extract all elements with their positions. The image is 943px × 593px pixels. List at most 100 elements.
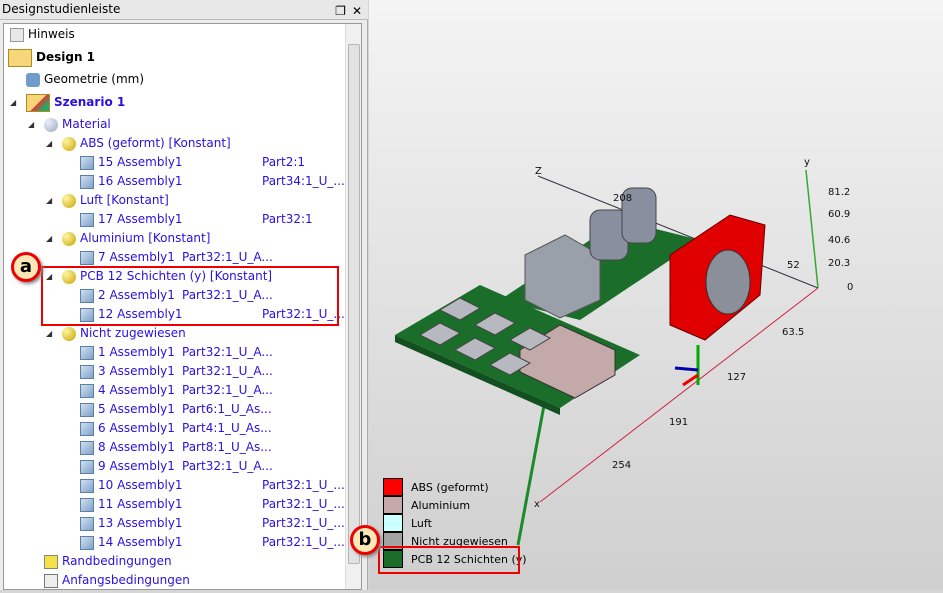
part-ref: Part32:1 [262, 212, 313, 226]
tree-item-material-group[interactable]: ◢PCB 12 Schichten (y) [Konstant] [46, 267, 272, 286]
part-name: 4 Assembly1 [98, 383, 175, 397]
part-icon [80, 440, 94, 455]
design-study-panel: Designstudienleiste ❐✕ Hinweis Design 1 … [0, 0, 368, 590]
z2-tick: 52 [787, 260, 800, 271]
tree-item-part[interactable]: 16 Assembly1 Part34:1_U_... [80, 172, 350, 191]
z-axis-line [537, 175, 819, 289]
expand-icon[interactable]: ◢ [28, 120, 35, 129]
fan-opening [705, 249, 751, 315]
pcb-leader-line [516, 399, 547, 546]
highlight-box-a [41, 266, 339, 326]
label: Luft [Konstant] [80, 193, 169, 207]
part-icon [80, 155, 94, 170]
label: Material [62, 117, 111, 131]
part-name: 12 Assembly1 [98, 307, 183, 321]
part-icon [80, 250, 94, 265]
callout-a: a [11, 252, 41, 282]
panel-title: Designstudienleiste [2, 2, 121, 16]
part-icon [80, 307, 94, 322]
model-render [395, 169, 819, 546]
part-icon [80, 345, 94, 360]
part-icon [80, 383, 94, 398]
tree-item-material-group[interactable]: ◢ Luft [Konstant] [46, 191, 169, 210]
legend-swatch [383, 550, 403, 568]
tree-item-material-group[interactable]: ◢ABS (geformt) [Konstant] [46, 134, 231, 153]
label: Randbedingungen [62, 554, 172, 568]
geometry-icon [26, 72, 40, 87]
legend-entry: ABS (geformt) [383, 478, 527, 496]
part-ref: Part32:1_U_... [262, 478, 345, 492]
material-icon [62, 269, 76, 284]
part-ref: Part34:1_U_... [262, 174, 345, 188]
legend-label: Luft [411, 516, 432, 530]
part-ref: Part32:1_U_A... [182, 345, 273, 359]
tree-item-part[interactable]: 17 Assembly1 Part32:1 [80, 210, 350, 229]
scrollbar-thumb[interactable] [348, 44, 360, 564]
material-icon [62, 326, 76, 341]
material-icon [62, 136, 76, 151]
tree-item-scenario[interactable]: ◢Szenario 1 [10, 93, 125, 112]
part-icon [80, 459, 94, 474]
z-axis-label: Z [535, 166, 542, 177]
part-name: 16 Assembly1 [98, 174, 183, 188]
part-ref: Part32:1_U_A... [182, 288, 273, 302]
restore-icon[interactable]: ❐ [335, 4, 346, 18]
part-name: 17 Assembly1 [98, 212, 183, 226]
component-block [524, 234, 601, 319]
part-name: 1 Assembly1 [98, 345, 175, 359]
tree-item-part[interactable]: 14 Assembly1 Part32:1_U_... [80, 533, 350, 552]
x-tick: 127 [727, 372, 747, 383]
part-name: 14 Assembly1 [98, 535, 183, 549]
tree-item-part[interactable]: 3 Assembly1 Part32:1_U_A... [80, 362, 350, 381]
expand-icon[interactable]: ◢ [10, 98, 17, 107]
vertical-scrollbar[interactable] [345, 24, 361, 589]
tree-item-material-group[interactable]: ◢Aluminium [Konstant] [46, 229, 210, 248]
legend-swatch [383, 514, 403, 532]
tree-item-hinweis[interactable]: Hinweis [10, 25, 75, 44]
legend-label: PCB 12 Schichten (y) [411, 552, 527, 566]
3d-viewport[interactable]: Z 208 y 81.2 60.9 40.6 20.3 0 52 63.5 12… [369, 0, 943, 590]
panel-title-bar: Designstudienleiste ❐ ✕ [0, 0, 368, 20]
legend-entry: Luft [383, 514, 527, 532]
tree-item-part[interactable]: 1 Assembly1 Part32:1_U_A... [80, 343, 350, 362]
y-tick: 60.9 [828, 209, 851, 220]
part-ref: Part32:1_U_A... [182, 364, 273, 378]
part-ref: Part32:1_U_... [262, 535, 345, 549]
part-name: 11 Assembly1 [98, 497, 183, 511]
expand-icon[interactable]: ◢ [46, 139, 53, 148]
tree-item-material-group[interactable]: ◢Nicht zugewiesen [46, 324, 186, 343]
part-name: 3 Assembly1 [98, 364, 175, 378]
tree-item-boundary-conditions[interactable]: Randbedingungen [44, 552, 172, 571]
expand-icon[interactable]: ◢ [46, 234, 53, 243]
expand-icon[interactable]: ◢ [46, 196, 53, 205]
part-ref: Part6:1_U_As... [182, 402, 272, 416]
part-icon [80, 478, 94, 493]
part-name: 7 Assembly1 [98, 250, 175, 264]
part-icon [80, 288, 94, 303]
part-ref: Part32:1_U_A... [182, 459, 273, 473]
tree-item-geometry[interactable]: Geometrie (mm) [26, 70, 144, 89]
tree-item-design[interactable]: Design 1 [8, 48, 95, 67]
tree-item-material[interactable]: ◢ Material [28, 115, 111, 134]
close-icon[interactable]: ✕ [351, 4, 362, 18]
part-name: 2 Assembly1 [98, 288, 175, 302]
expand-icon[interactable]: ◢ [46, 329, 53, 338]
x-tick: 63.5 [782, 327, 805, 338]
expand-icon[interactable]: ◢ [46, 272, 53, 281]
label: Anfangsbedingungen [62, 573, 190, 587]
part-icon [80, 174, 94, 189]
label: Design 1 [36, 50, 96, 64]
tree-item-initial-conditions[interactable]: Anfangsbedingungen [44, 571, 190, 590]
tree-item-part[interactable]: 2 Assembly1 Part32:1_U_A... [80, 286, 350, 305]
